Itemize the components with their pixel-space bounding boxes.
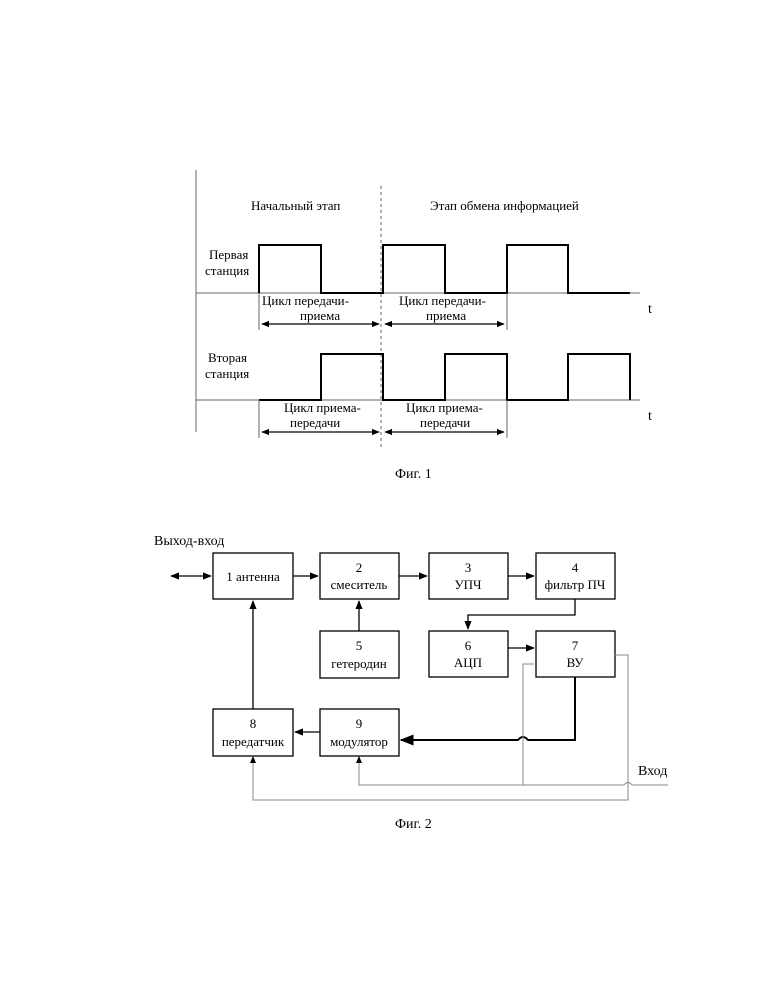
block-if-amplifier-label: УПЧ <box>454 577 482 592</box>
cycle1a-line1: Цикл передачи- <box>262 293 349 308</box>
cycle2a-line2: передачи <box>290 415 340 430</box>
block-transmitter-number: 8 <box>250 716 257 731</box>
block-local-oscillator-label: гетеродин <box>331 656 387 671</box>
cycle1a-line2: приема <box>300 308 340 323</box>
station2-label-line1: Вторая <box>208 350 247 365</box>
figure-1-caption: Фиг. 1 <box>395 467 432 482</box>
block-mixer-number: 2 <box>356 560 363 575</box>
station1-label-line1: Первая <box>209 247 248 262</box>
figure-2-block-diagram: Выход-вход 1 антенна 2 смеситель 3 УПЧ 4… <box>154 534 668 832</box>
block-computing-device-label: ВУ <box>567 655 585 670</box>
computing-device-to-modulator <box>401 677 575 740</box>
stage-exchange-label: Этап обмена информацией <box>430 198 579 213</box>
cycle1b-line1: Цикл передачи- <box>399 293 486 308</box>
cycle2b-line1: Цикл приема- <box>406 400 483 415</box>
station2-label-line2: станция <box>205 366 249 381</box>
figure-2-caption: Фиг. 2 <box>395 817 432 832</box>
cycle1b-line2: приема <box>426 308 466 323</box>
block-adc: 6 АЦП <box>429 631 508 677</box>
block-modulator-label: модулятор <box>330 734 388 749</box>
control-to-transmitter-arrowhead <box>250 756 256 763</box>
control-to-transmitter-line <box>253 758 628 800</box>
block-computing-device: 7 ВУ <box>536 631 615 677</box>
io-label: Выход-вход <box>154 534 224 549</box>
block-antenna: 1 антенна <box>213 553 293 599</box>
input-bus-line <box>359 758 668 785</box>
figure-1-timing-diagram: Начальный этап Этап обмена информацией П… <box>196 170 652 482</box>
block-if-filter: 4 фильтр ПЧ <box>536 553 615 599</box>
station1-signal <box>259 245 630 293</box>
station2-time-label: t <box>648 409 652 424</box>
station1-label-line2: станция <box>205 263 249 278</box>
station1-time-label: t <box>648 302 652 317</box>
computing-device-control-line <box>615 655 628 785</box>
block-mixer: 2 смеситель <box>320 553 399 599</box>
block-computing-device-number: 7 <box>572 638 579 653</box>
input-to-modulator-arrowhead <box>356 756 362 763</box>
block-modulator-number: 9 <box>356 716 363 731</box>
block-modulator: 9 модулятор <box>320 709 399 756</box>
block-adc-label: АЦП <box>454 655 482 670</box>
block-antenna-label: 1 антенна <box>226 569 280 584</box>
block-local-oscillator-number: 5 <box>356 638 363 653</box>
block-if-amplifier-number: 3 <box>465 560 472 575</box>
block-if-filter-number: 4 <box>572 560 579 575</box>
input-label: Вход <box>638 764 667 779</box>
block-transmitter-label: передатчик <box>222 734 285 749</box>
block-if-filter-label: фильтр ПЧ <box>545 577 606 592</box>
block-transmitter: 8 передатчик <box>213 709 293 756</box>
block-local-oscillator: 5 гетеродин <box>320 631 399 678</box>
input-to-computing-device-line <box>523 664 534 785</box>
block-mixer-label: смеситель <box>331 577 388 592</box>
station2-signal <box>259 354 630 400</box>
stage-initial-label: Начальный этап <box>251 198 340 213</box>
block-adc-number: 6 <box>465 638 472 653</box>
filter-to-adc <box>468 599 575 629</box>
cycle2a-line1: Цикл приема- <box>284 400 361 415</box>
cycle2b-line2: передачи <box>420 415 470 430</box>
block-if-amplifier: 3 УПЧ <box>429 553 508 599</box>
